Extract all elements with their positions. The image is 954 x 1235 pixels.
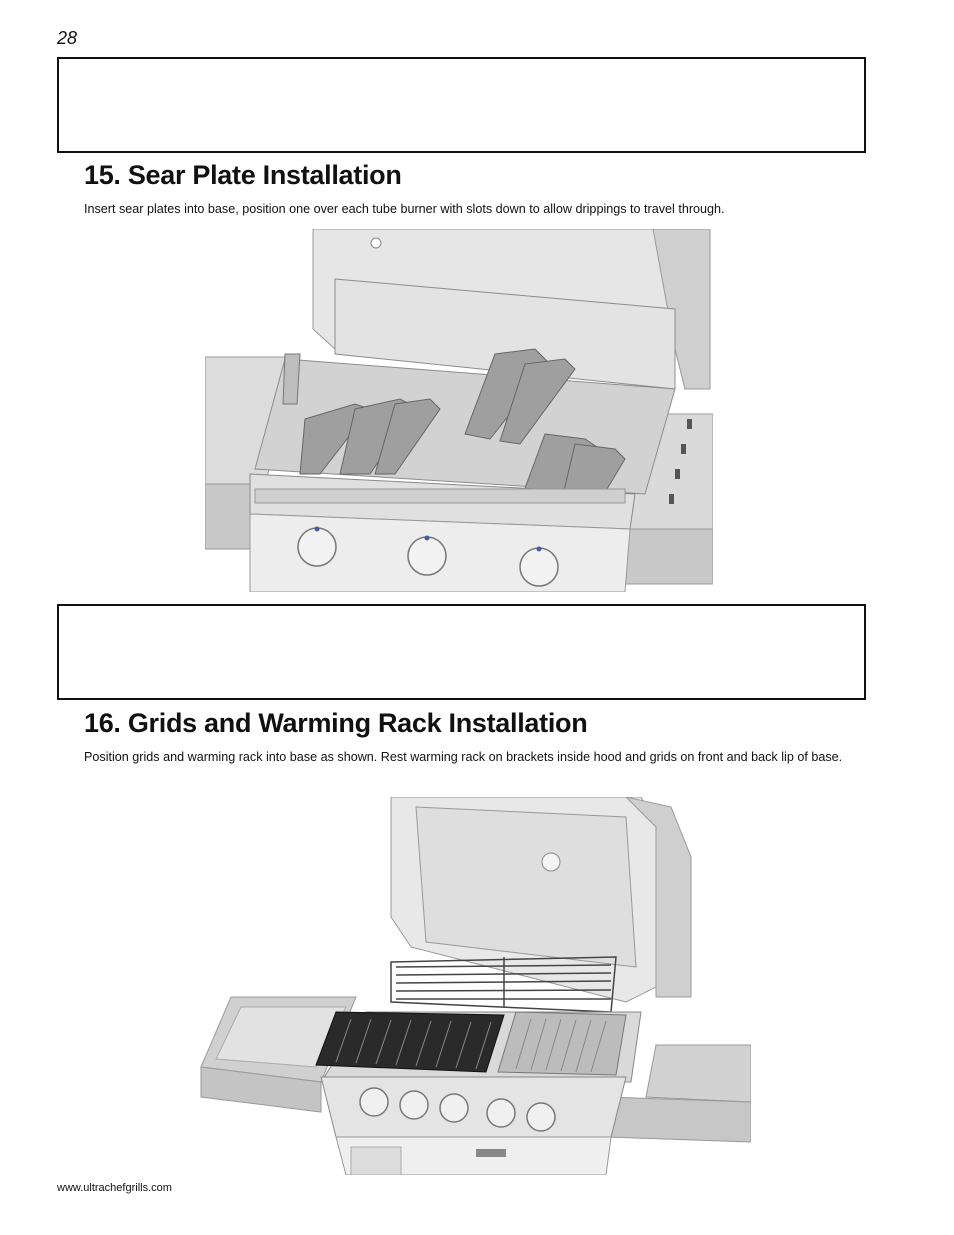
note-box-top [57, 57, 866, 153]
page-number: 28 [57, 28, 78, 48]
note-box-middle [57, 604, 866, 700]
sear-plate-illustration [205, 229, 713, 592]
grids-warming-rack-illustration [186, 797, 751, 1175]
section-text-grids: Position grids and warming rack into bas… [84, 750, 843, 764]
footer-website: www.ultrachefgrills.com [57, 1182, 172, 1194]
section-title-grids: 16. Grids and Warming Rack Installation [84, 708, 588, 738]
section-title-sear-plate: 15. Sear Plate Installation [84, 160, 402, 190]
section-text-sear-plate: Insert sear plates into base, position o… [84, 202, 725, 216]
